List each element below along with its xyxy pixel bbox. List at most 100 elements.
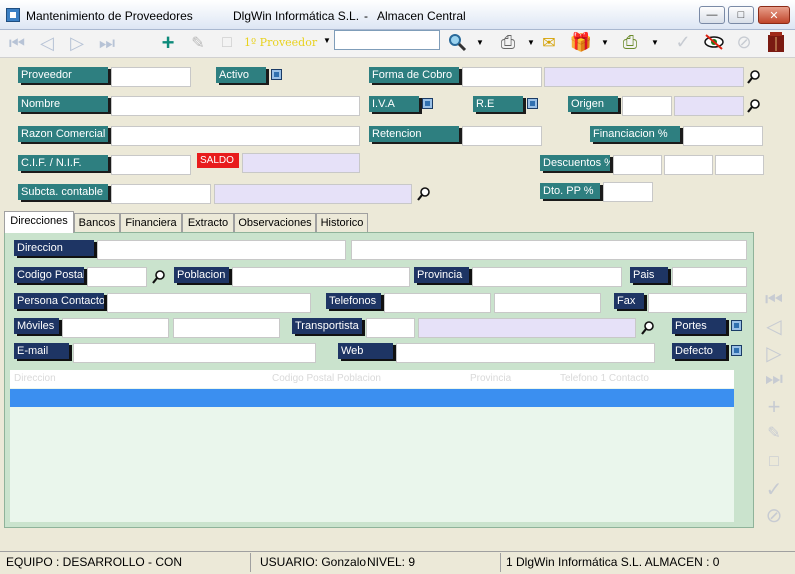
proveedor-input[interactable] bbox=[111, 67, 191, 87]
grid-column-header[interactable]: Codigo Postal Poblacion bbox=[272, 373, 381, 384]
last-record-icon[interactable]: ⏭ bbox=[765, 367, 783, 390]
status-usuario: USUARIO: Gonzalo bbox=[260, 555, 367, 569]
edit-icon[interactable]: ✎ bbox=[191, 35, 205, 52]
transportista-label: Transportista bbox=[292, 318, 362, 334]
cancel-icon[interactable]: ⊘ bbox=[765, 504, 783, 527]
window-warehouse: Almacen Central bbox=[377, 9, 466, 23]
tab-observaciones[interactable]: Observaciones bbox=[234, 213, 316, 232]
re-label: R.E bbox=[473, 96, 523, 112]
grid-column-header[interactable]: Telefono 1 Contacto bbox=[560, 373, 649, 384]
activo-checkbox[interactable] bbox=[271, 69, 282, 80]
nombre-input[interactable] bbox=[111, 96, 360, 116]
tab-financiera[interactable]: Financiera bbox=[120, 213, 182, 232]
first-record-icon[interactable]: ⏮ bbox=[8, 32, 26, 53]
previous-record-icon[interactable]: ◁ bbox=[766, 315, 782, 338]
close-button[interactable]: ✕ bbox=[758, 6, 790, 24]
movil-2-input[interactable] bbox=[173, 318, 280, 338]
pais-input[interactable] bbox=[672, 267, 747, 287]
tab-historico[interactable]: Historico bbox=[316, 213, 368, 232]
telefono-2-input[interactable] bbox=[494, 293, 601, 313]
maximize-button[interactable]: □ bbox=[728, 6, 754, 24]
poblacion-input[interactable] bbox=[232, 267, 410, 287]
descuento-3-input[interactable] bbox=[715, 155, 764, 175]
printer-icon[interactable]: ⎙ bbox=[500, 31, 516, 52]
chevron-down-icon[interactable]: ▼ bbox=[527, 38, 535, 47]
chevron-down-icon[interactable]: ▼ bbox=[323, 36, 331, 45]
next-record-icon[interactable]: ▷ bbox=[70, 32, 84, 53]
next-record-icon[interactable]: ▷ bbox=[766, 342, 782, 365]
saldo-label: SALDO bbox=[197, 153, 239, 168]
subcta-search-icon[interactable] bbox=[417, 187, 431, 201]
window-company: DlgWin Informática S.L. bbox=[233, 9, 360, 23]
defecto-label: Defecto bbox=[672, 343, 726, 359]
portes-label: Portes bbox=[672, 318, 726, 334]
subcta-input[interactable] bbox=[111, 184, 211, 204]
descuento-2-input[interactable] bbox=[664, 155, 713, 175]
table-row[interactable] bbox=[10, 389, 734, 407]
cif-input[interactable] bbox=[111, 155, 191, 175]
tab-bancos[interactable]: Bancos bbox=[74, 213, 120, 232]
portes-checkbox[interactable] bbox=[731, 320, 742, 331]
chevron-down-icon[interactable]: ▼ bbox=[476, 38, 484, 47]
financiacion-label: Financiacion % bbox=[590, 126, 680, 142]
persona-contacto-input[interactable] bbox=[107, 293, 311, 313]
movil-1-input[interactable] bbox=[62, 318, 169, 338]
defecto-checkbox[interactable] bbox=[731, 345, 742, 356]
provincia-input[interactable] bbox=[472, 267, 622, 287]
forma-cobro-search-icon[interactable] bbox=[747, 70, 761, 84]
telefono-1-input[interactable] bbox=[384, 293, 491, 313]
edit-icon[interactable]: ✎ bbox=[767, 425, 781, 442]
forma-cobro-label: Forma de Cobro bbox=[369, 67, 459, 83]
toolbar-search-input[interactable] bbox=[334, 30, 440, 50]
chevron-down-icon[interactable]: ▼ bbox=[651, 38, 659, 47]
previous-record-icon[interactable]: ◁ bbox=[40, 32, 54, 53]
codigo-postal-input[interactable] bbox=[87, 267, 147, 287]
grid-column-header[interactable]: Provincia bbox=[470, 373, 512, 384]
delete-icon[interactable]: □ bbox=[769, 453, 779, 470]
email-input[interactable] bbox=[73, 343, 316, 363]
forma-cobro-input[interactable] bbox=[462, 67, 542, 87]
add-icon[interactable]: + bbox=[767, 394, 781, 419]
tab-extracto[interactable]: Extracto bbox=[182, 213, 234, 232]
tab-direcciones[interactable]: Direcciones bbox=[4, 211, 74, 233]
supplier-selector-label[interactable]: 1º Proveedor bbox=[244, 36, 318, 49]
re-checkbox[interactable] bbox=[527, 98, 538, 109]
fax-icon[interactable]: ⎙ bbox=[622, 31, 638, 52]
transportista-input[interactable] bbox=[366, 318, 415, 338]
saldo-value bbox=[242, 153, 360, 173]
origen-search-icon[interactable] bbox=[747, 99, 761, 113]
descuento-1-input[interactable] bbox=[613, 155, 662, 175]
fax-input[interactable] bbox=[648, 293, 747, 313]
add-icon[interactable]: + bbox=[161, 30, 175, 55]
transportista-search-icon[interactable] bbox=[641, 321, 655, 335]
checkmark-icon[interactable]: ✓ bbox=[675, 31, 691, 52]
envelope-icon[interactable]: ✉ bbox=[542, 35, 556, 52]
minimize-button[interactable]: — bbox=[699, 6, 725, 24]
web-input[interactable] bbox=[396, 343, 655, 363]
title-bar bbox=[0, 0, 795, 30]
origen-input[interactable] bbox=[622, 96, 672, 116]
iva-checkbox[interactable] bbox=[422, 98, 433, 109]
subcta-label: Subcta. contable bbox=[18, 184, 108, 200]
checkmark-icon[interactable]: ✓ bbox=[765, 478, 783, 501]
delete-icon[interactable]: □ bbox=[222, 34, 232, 51]
last-record-icon[interactable]: ⏭ bbox=[98, 32, 116, 53]
codigo-postal-search-icon[interactable] bbox=[152, 270, 166, 284]
first-record-icon[interactable]: ⏮ bbox=[765, 288, 783, 311]
direccion-input[interactable] bbox=[97, 240, 346, 260]
dto-pp-input[interactable] bbox=[603, 182, 653, 202]
grid-header: Direccion Codigo Postal Poblacion Provin… bbox=[10, 370, 734, 388]
cancel-icon[interactable]: ⊘ bbox=[736, 31, 752, 52]
chevron-down-icon[interactable]: ▼ bbox=[601, 38, 609, 47]
direccion-2-input[interactable] bbox=[351, 240, 747, 260]
iva-label: I.V.A bbox=[369, 96, 419, 112]
razon-comercial-input[interactable] bbox=[111, 126, 360, 146]
retencion-input[interactable] bbox=[462, 126, 542, 146]
exit-icon[interactable] bbox=[765, 31, 787, 53]
status-bar bbox=[0, 551, 795, 574]
grid-column-header[interactable]: Direccion bbox=[14, 373, 56, 384]
financiacion-input[interactable] bbox=[683, 126, 763, 146]
gift-icon[interactable]: 🎁 bbox=[569, 31, 593, 52]
eye-icon[interactable] bbox=[703, 31, 725, 53]
search-icon[interactable] bbox=[446, 31, 468, 53]
